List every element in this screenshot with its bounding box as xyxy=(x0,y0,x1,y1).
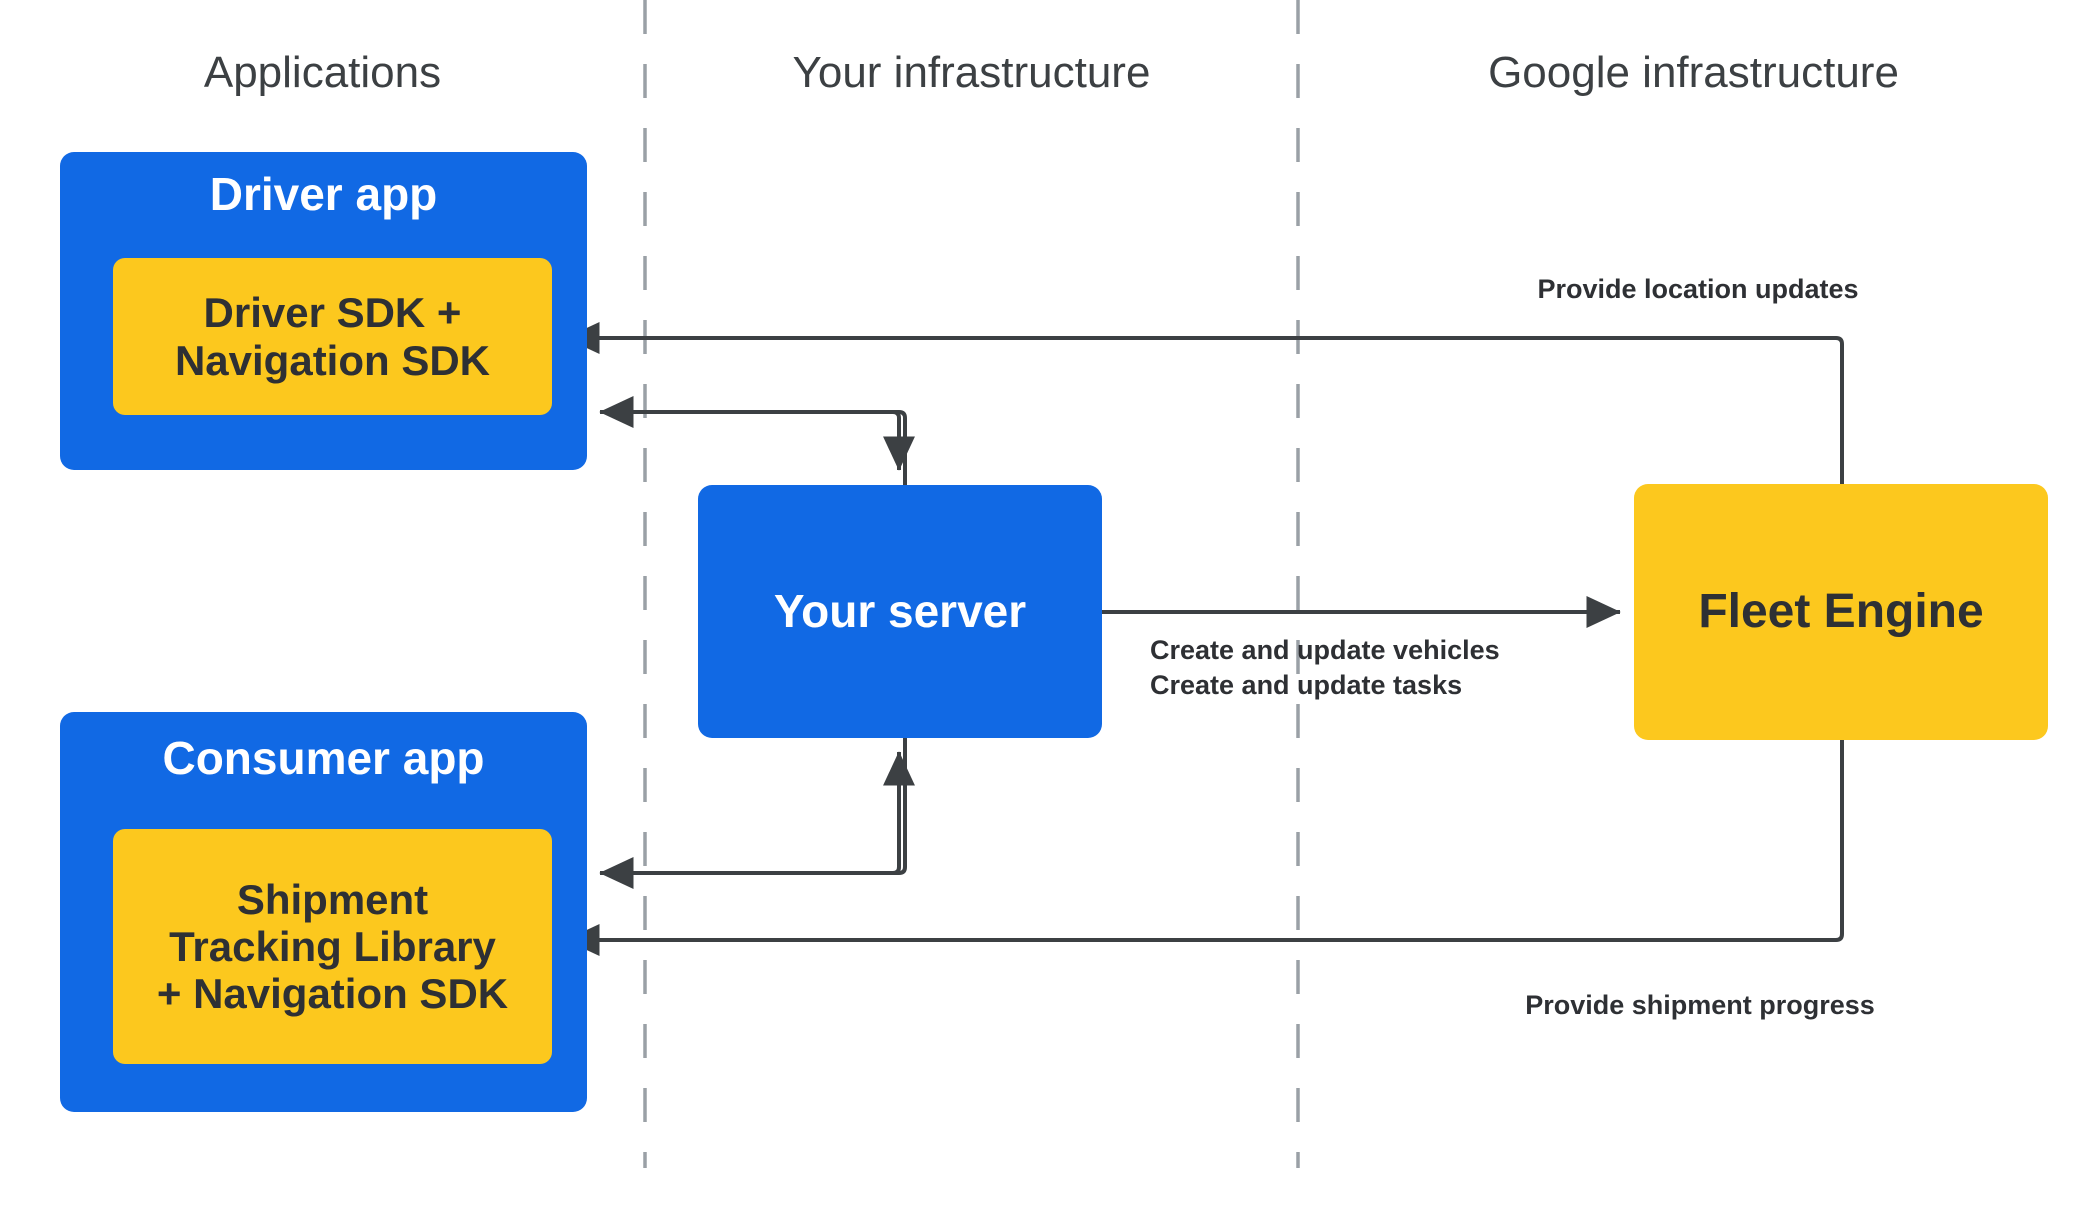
column-header-google-infrastructure: Google infrastructure xyxy=(1488,48,1899,97)
edge-label-create-and-update: Create and update vehicles Create and up… xyxy=(1150,633,1500,702)
edge-label-provide-shipment-progress: Provide shipment progress xyxy=(1525,990,1875,1020)
node-driver-sdk-line-1: Driver SDK + xyxy=(203,289,462,337)
edge-label-provide-location-updates: Provide location updates xyxy=(1537,274,1859,304)
edge-your-server-to-driver-app xyxy=(599,396,907,485)
edge-fleet-engine-to-shipment-tracking xyxy=(565,740,1844,956)
node-driver-app-label: Driver app xyxy=(209,168,438,220)
node-fleet-engine[interactable]: Fleet Engine xyxy=(1634,484,2048,740)
node-driver-app[interactable]: Driver app Driver SDK + Navigation SDK xyxy=(60,152,587,470)
node-shipment-tracking-line-2: Tracking Library xyxy=(169,922,496,970)
node-your-server[interactable]: Your server xyxy=(698,485,1102,738)
node-shipment-tracking-line-3: + Navigation SDK xyxy=(156,970,509,1018)
node-driver-sdk[interactable]: Driver SDK + Navigation SDK xyxy=(113,258,552,415)
column-header-applications: Applications xyxy=(203,48,442,97)
node-driver-sdk-label: Driver SDK + Navigation SDK xyxy=(175,289,490,383)
edge-consumer-app-to-your-server xyxy=(600,751,915,875)
column-header-your-infrastructure: Your infrastructure xyxy=(792,48,1151,97)
node-consumer-app[interactable]: Consumer app Shipment Tracking Library +… xyxy=(60,712,587,1112)
edge-your-server-to-consumer-app xyxy=(599,738,907,889)
node-shipment-tracking-library[interactable]: Shipment Tracking Library + Navigation S… xyxy=(113,829,552,1064)
node-fleet-engine-label: Fleet Engine xyxy=(1698,585,1984,639)
node-driver-sdk-line-2: Navigation SDK xyxy=(174,336,491,384)
edge-driver-app-to-your-server xyxy=(600,410,915,471)
node-your-server-label: Your server xyxy=(773,585,1027,638)
edge-label-create-and-update-tasks: Create and update tasks xyxy=(1150,669,1463,700)
edge-fleet-engine-to-driver-sdk xyxy=(565,322,1844,484)
edge-label-create-and-update-vehicles: Create and update vehicles xyxy=(1150,635,1500,665)
node-consumer-app-label: Consumer app xyxy=(162,732,485,784)
node-shipment-tracking-line-1: Shipment xyxy=(236,875,429,923)
node-shipment-tracking-library-label: Shipment Tracking Library + Navigation S… xyxy=(157,876,508,1017)
